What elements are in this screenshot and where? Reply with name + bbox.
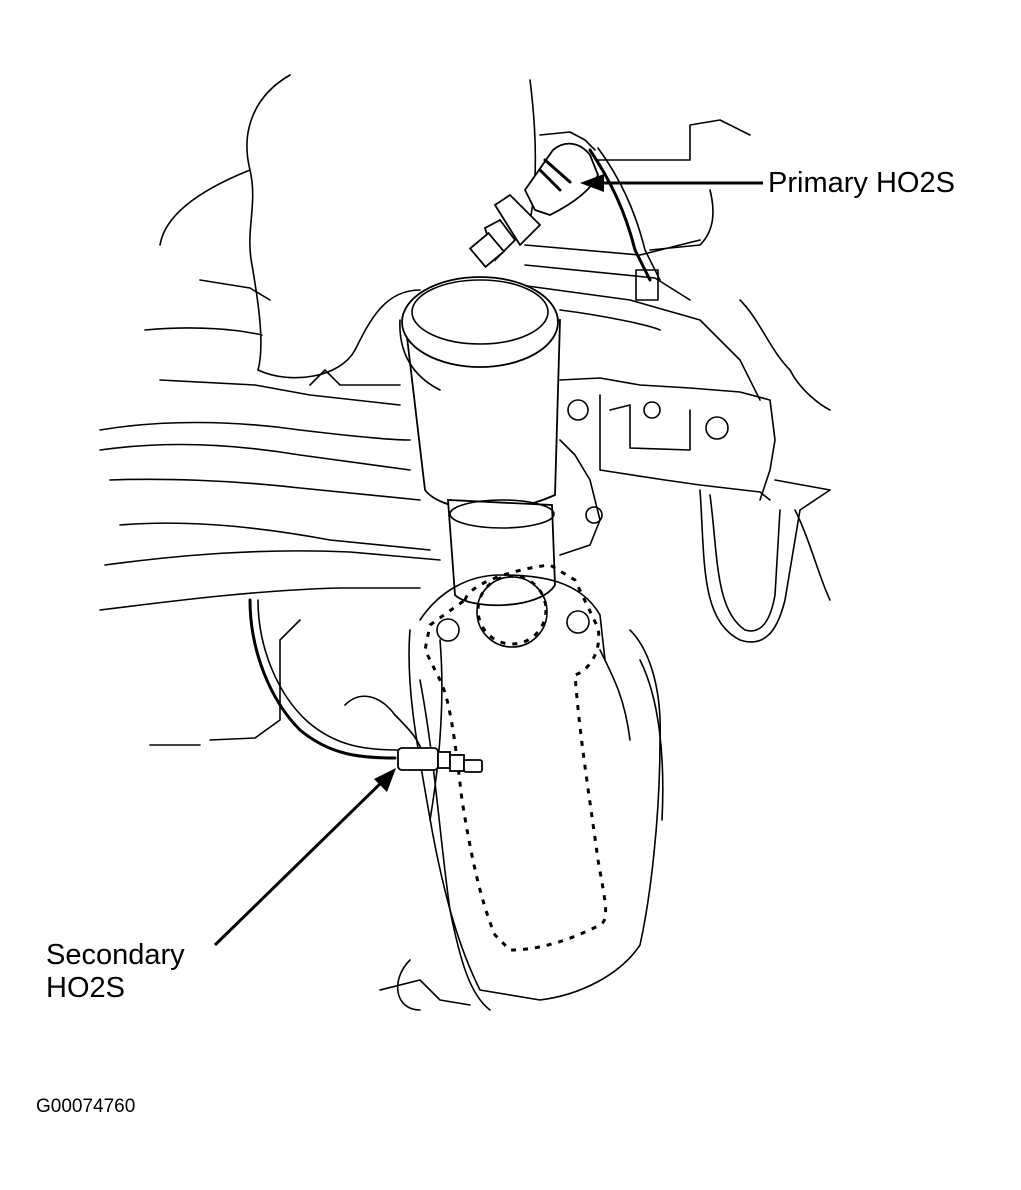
exhaust-pipe bbox=[344, 574, 664, 1011]
secondary-sensor-wire bbox=[248, 598, 399, 760]
primary-ho2s-label: Primary HO2S bbox=[768, 167, 955, 199]
figure-id: G00074760 bbox=[36, 1096, 136, 1117]
secondary-ho2s-label-line1: Secondary bbox=[46, 939, 185, 971]
secondary-ho2s-label-line2: HO2S bbox=[46, 972, 125, 1004]
secondary-ho2s-label: Secondary HO2S bbox=[46, 939, 185, 1005]
primary-ho2s-icon bbox=[468, 142, 599, 269]
mount-bracket bbox=[559, 377, 831, 643]
flange-hole-outline bbox=[476, 574, 548, 646]
secondary-leader-arrow bbox=[213, 768, 396, 947]
engine-outline bbox=[99, 74, 831, 746]
primary-sensor-wire bbox=[588, 147, 661, 301]
primary-leader-arrow bbox=[580, 174, 763, 192]
catalytic-converter bbox=[399, 276, 561, 607]
secondary-ho2s-icon bbox=[397, 747, 483, 773]
